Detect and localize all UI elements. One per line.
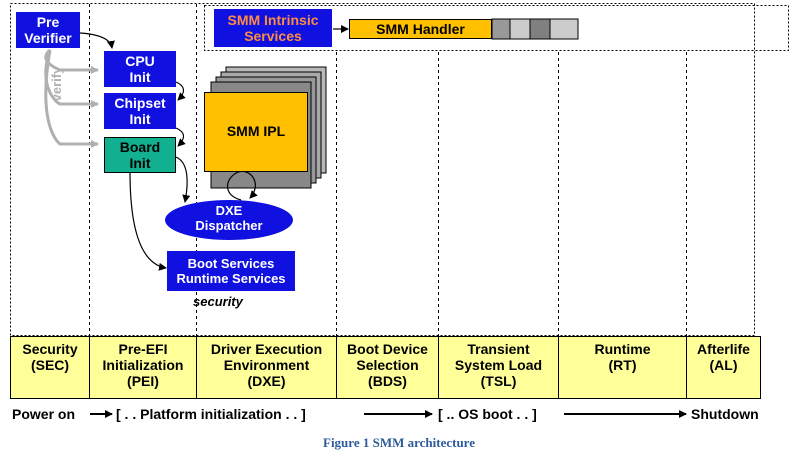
timeline-power-on: Power on	[12, 406, 76, 422]
handler-segment-2	[509, 18, 531, 40]
chipset-init-box: Chipset Init	[104, 93, 176, 129]
smm-ipl-label: SMM IPL	[226, 123, 286, 139]
phase-dxe: Driver Execution Environment (DXE)	[210, 341, 323, 389]
smm-intrinsic-services-box: SMM Intrinsic Services	[214, 9, 332, 47]
smm-ipl-box: SMM IPL	[204, 92, 308, 172]
phase-tsl: Transient System Load (TSL)	[454, 341, 543, 389]
smm-top-dashed-box	[204, 5, 789, 51]
cpu-init-box: CPU Init	[104, 51, 176, 87]
phase-rt: Runtime (RT)	[594, 341, 651, 373]
handler-segment-1	[491, 18, 511, 40]
verify-arrows	[44, 48, 99, 148]
boot-services-label: Boot Services Runtime Services	[176, 256, 286, 286]
verifier-to-cpu-arrow	[79, 32, 115, 49]
board-to-dxe-arrow	[175, 156, 191, 203]
phase-bar	[10, 336, 761, 399]
handler-segment-3	[529, 18, 551, 40]
boot-services-box: Boot Services Runtime Services	[167, 251, 295, 291]
board-to-bootservices-arrow	[129, 171, 167, 271]
handler-segment-4	[549, 18, 579, 40]
chipset-to-board-arrow	[175, 127, 186, 147]
verify-label: verify	[49, 66, 64, 102]
security-label: security	[193, 294, 243, 309]
smm-handler-box: SMM Handler	[349, 19, 492, 39]
figure-caption: Figure 1 SMM architecture	[323, 435, 475, 450]
smm-handler-label: SMM Handler	[376, 21, 465, 37]
phase-sec: Security (SEC)	[22, 341, 78, 373]
timeline-os-boot: [ .. OS boot . . ]	[438, 406, 537, 422]
cpu-init-label: CPU Init	[125, 53, 155, 85]
chipset-init-label: Chipset Init	[114, 95, 166, 127]
cpu-to-chipset-arrow	[175, 81, 186, 101]
phase-al: Afterlife (AL)	[697, 341, 750, 373]
pre-verifier-label: Pre Verifier	[24, 14, 72, 46]
smm-intrinsic-services-label: SMM Intrinsic Services	[227, 12, 319, 44]
phase-bar-dividers	[89, 337, 687, 398]
board-init-label: Board Init	[119, 139, 161, 171]
outer-frame	[10, 3, 755, 336]
phase-bds: Boot Device Selection (BDS)	[347, 341, 428, 389]
timeline-shutdown: Shutdown	[691, 406, 759, 422]
dxe-ipl-loop-arrow	[226, 170, 258, 201]
timeline-platform-init: [ . . Platform initialization . . ]	[116, 406, 306, 422]
dxe-dispatcher-label: DXE Dispatcher	[195, 203, 263, 233]
phase-pei: Pre-EFI Initialization (PEI)	[102, 341, 184, 389]
dxe-dispatcher-ellipse	[165, 200, 293, 240]
board-init-box: Board Init	[104, 137, 176, 173]
pre-verifier-box: Pre Verifier	[16, 12, 80, 48]
